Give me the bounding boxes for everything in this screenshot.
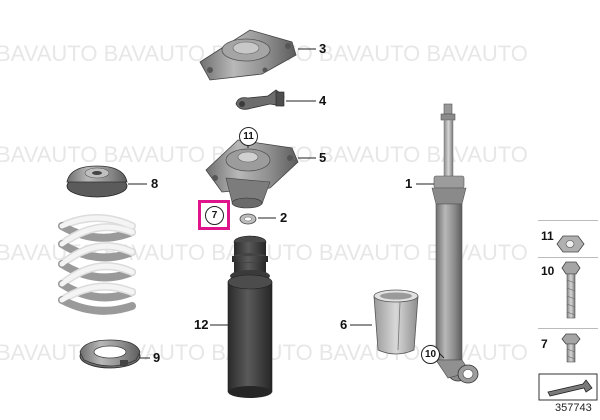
part-1-shock-absorber [431, 103, 479, 384]
highlight-box [198, 200, 230, 230]
circled-callout-10: 10 [421, 345, 440, 364]
callout-6: 6 [340, 317, 348, 332]
direction-arrow-icon [538, 373, 598, 401]
callout-8: 8 [151, 176, 159, 191]
diagram-reference-number: 357743 [555, 402, 592, 414]
callout-4: 4 [319, 93, 327, 108]
part-2-washer [239, 213, 257, 225]
legend-row-10: 10 [538, 257, 598, 328]
coil-spring-highlight [59, 215, 135, 303]
legend-number-10: 10 [541, 264, 555, 278]
circled-callout-7: 7 [205, 206, 224, 225]
part-4-sensor-bracket [235, 89, 285, 110]
part-5-support-bearing [205, 139, 299, 209]
callout-1: 1 [405, 176, 413, 191]
circled-callout-11: 11 [239, 127, 258, 146]
part-12-bump-stop-boot [227, 235, 273, 398]
legend-hardware [556, 235, 585, 363]
watermark-row-1: BAVAUTO BAVAUTO BAVAUTO BAVAUTO BAVAUTO [0, 41, 528, 66]
legend-row-11: 11 [538, 220, 598, 257]
legend-number-7: 7 [541, 337, 548, 351]
callout-9: 9 [153, 350, 161, 365]
callout-5: 5 [319, 150, 327, 165]
callout-2: 2 [280, 210, 288, 225]
part-9-spring-pad [79, 339, 141, 369]
part-3-top-mount-plate [199, 29, 297, 81]
legend-row-7: 7 [538, 328, 598, 373]
callout-12: 12 [194, 317, 209, 332]
part-8-spring-seat [66, 165, 128, 198]
hardware-legend-panel: 11 10 7 [538, 220, 598, 418]
callout-3: 3 [319, 41, 327, 56]
part-6-protective-sleeve [373, 289, 419, 355]
legend-number-11: 11 [541, 229, 554, 243]
